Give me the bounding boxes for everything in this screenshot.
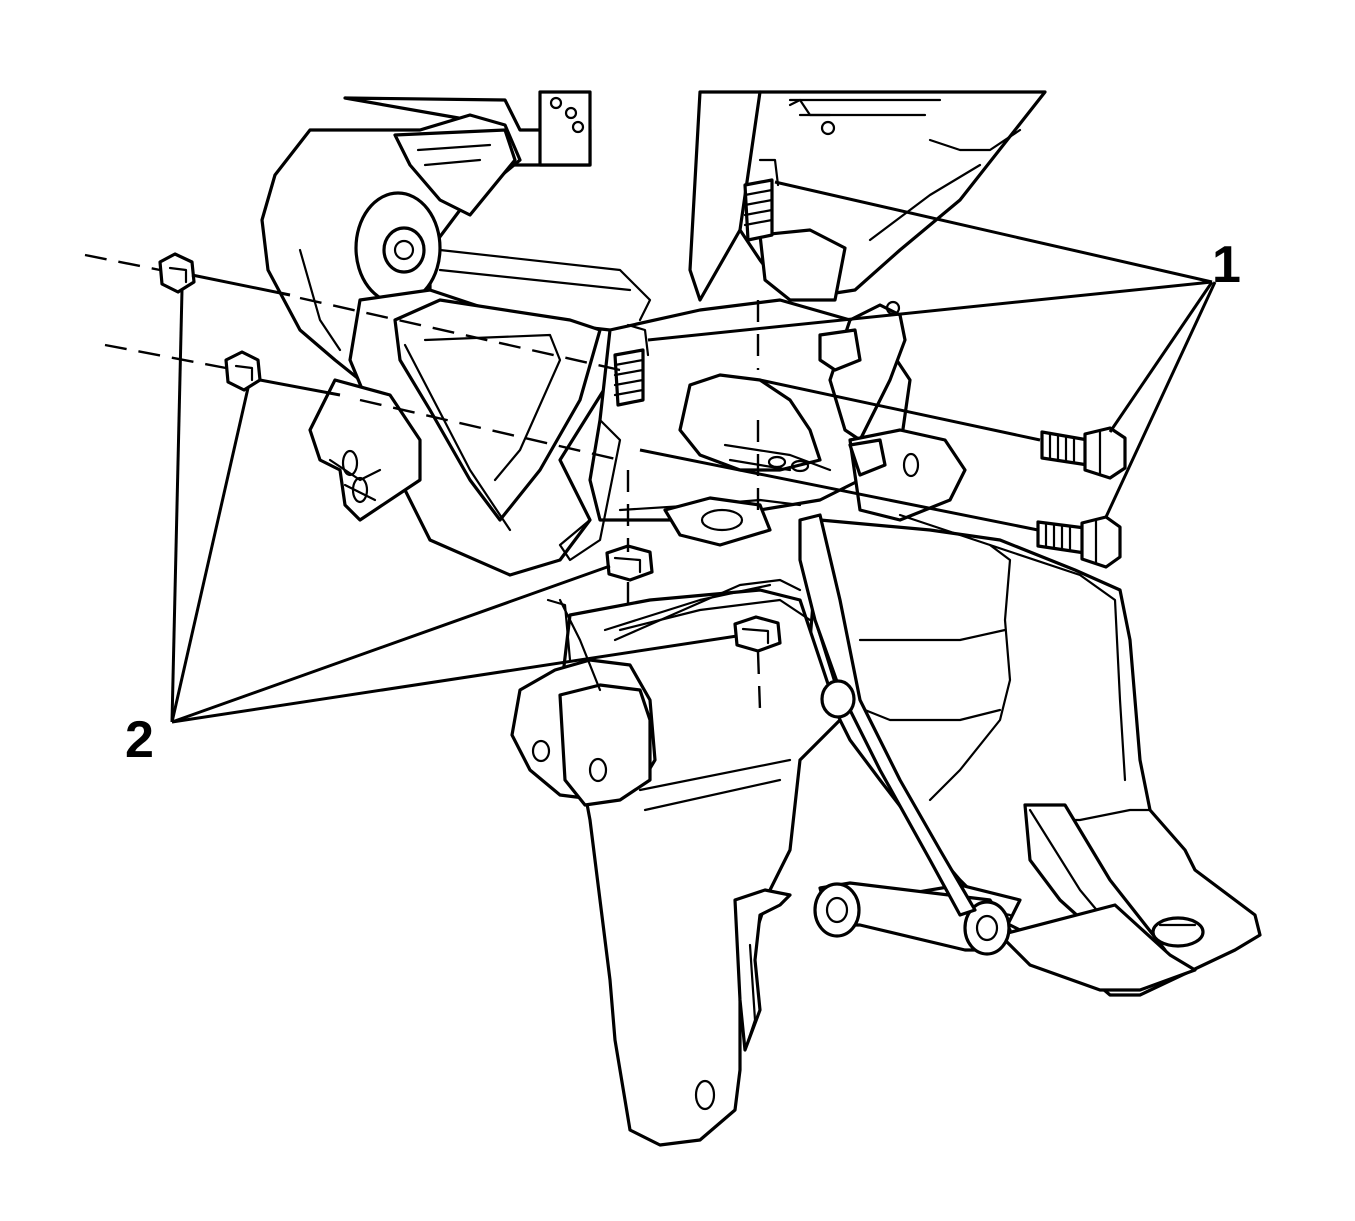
fastener-axis-lines [84,253,1041,711]
center-bracket-body [558,298,967,562]
nut-lower-left [224,350,262,392]
callout-2-label: 2 [125,711,154,769]
callout-2-leaders [170,289,738,724]
upper-stud-right [743,158,780,242]
upper-stud-left [613,323,650,407]
pedal-bracket-housing [260,113,652,577]
bolt-upper [1040,426,1127,480]
nut-right [733,615,782,653]
pedal-pivot-plate [510,578,802,807]
nut-center [605,544,654,582]
callout-1-leaders [647,180,1217,518]
column-support-upper [343,90,1047,302]
nut-upper-left [158,252,196,294]
callout-1-label: 1 [1212,236,1241,294]
brake-pedal-housing [808,513,1262,997]
